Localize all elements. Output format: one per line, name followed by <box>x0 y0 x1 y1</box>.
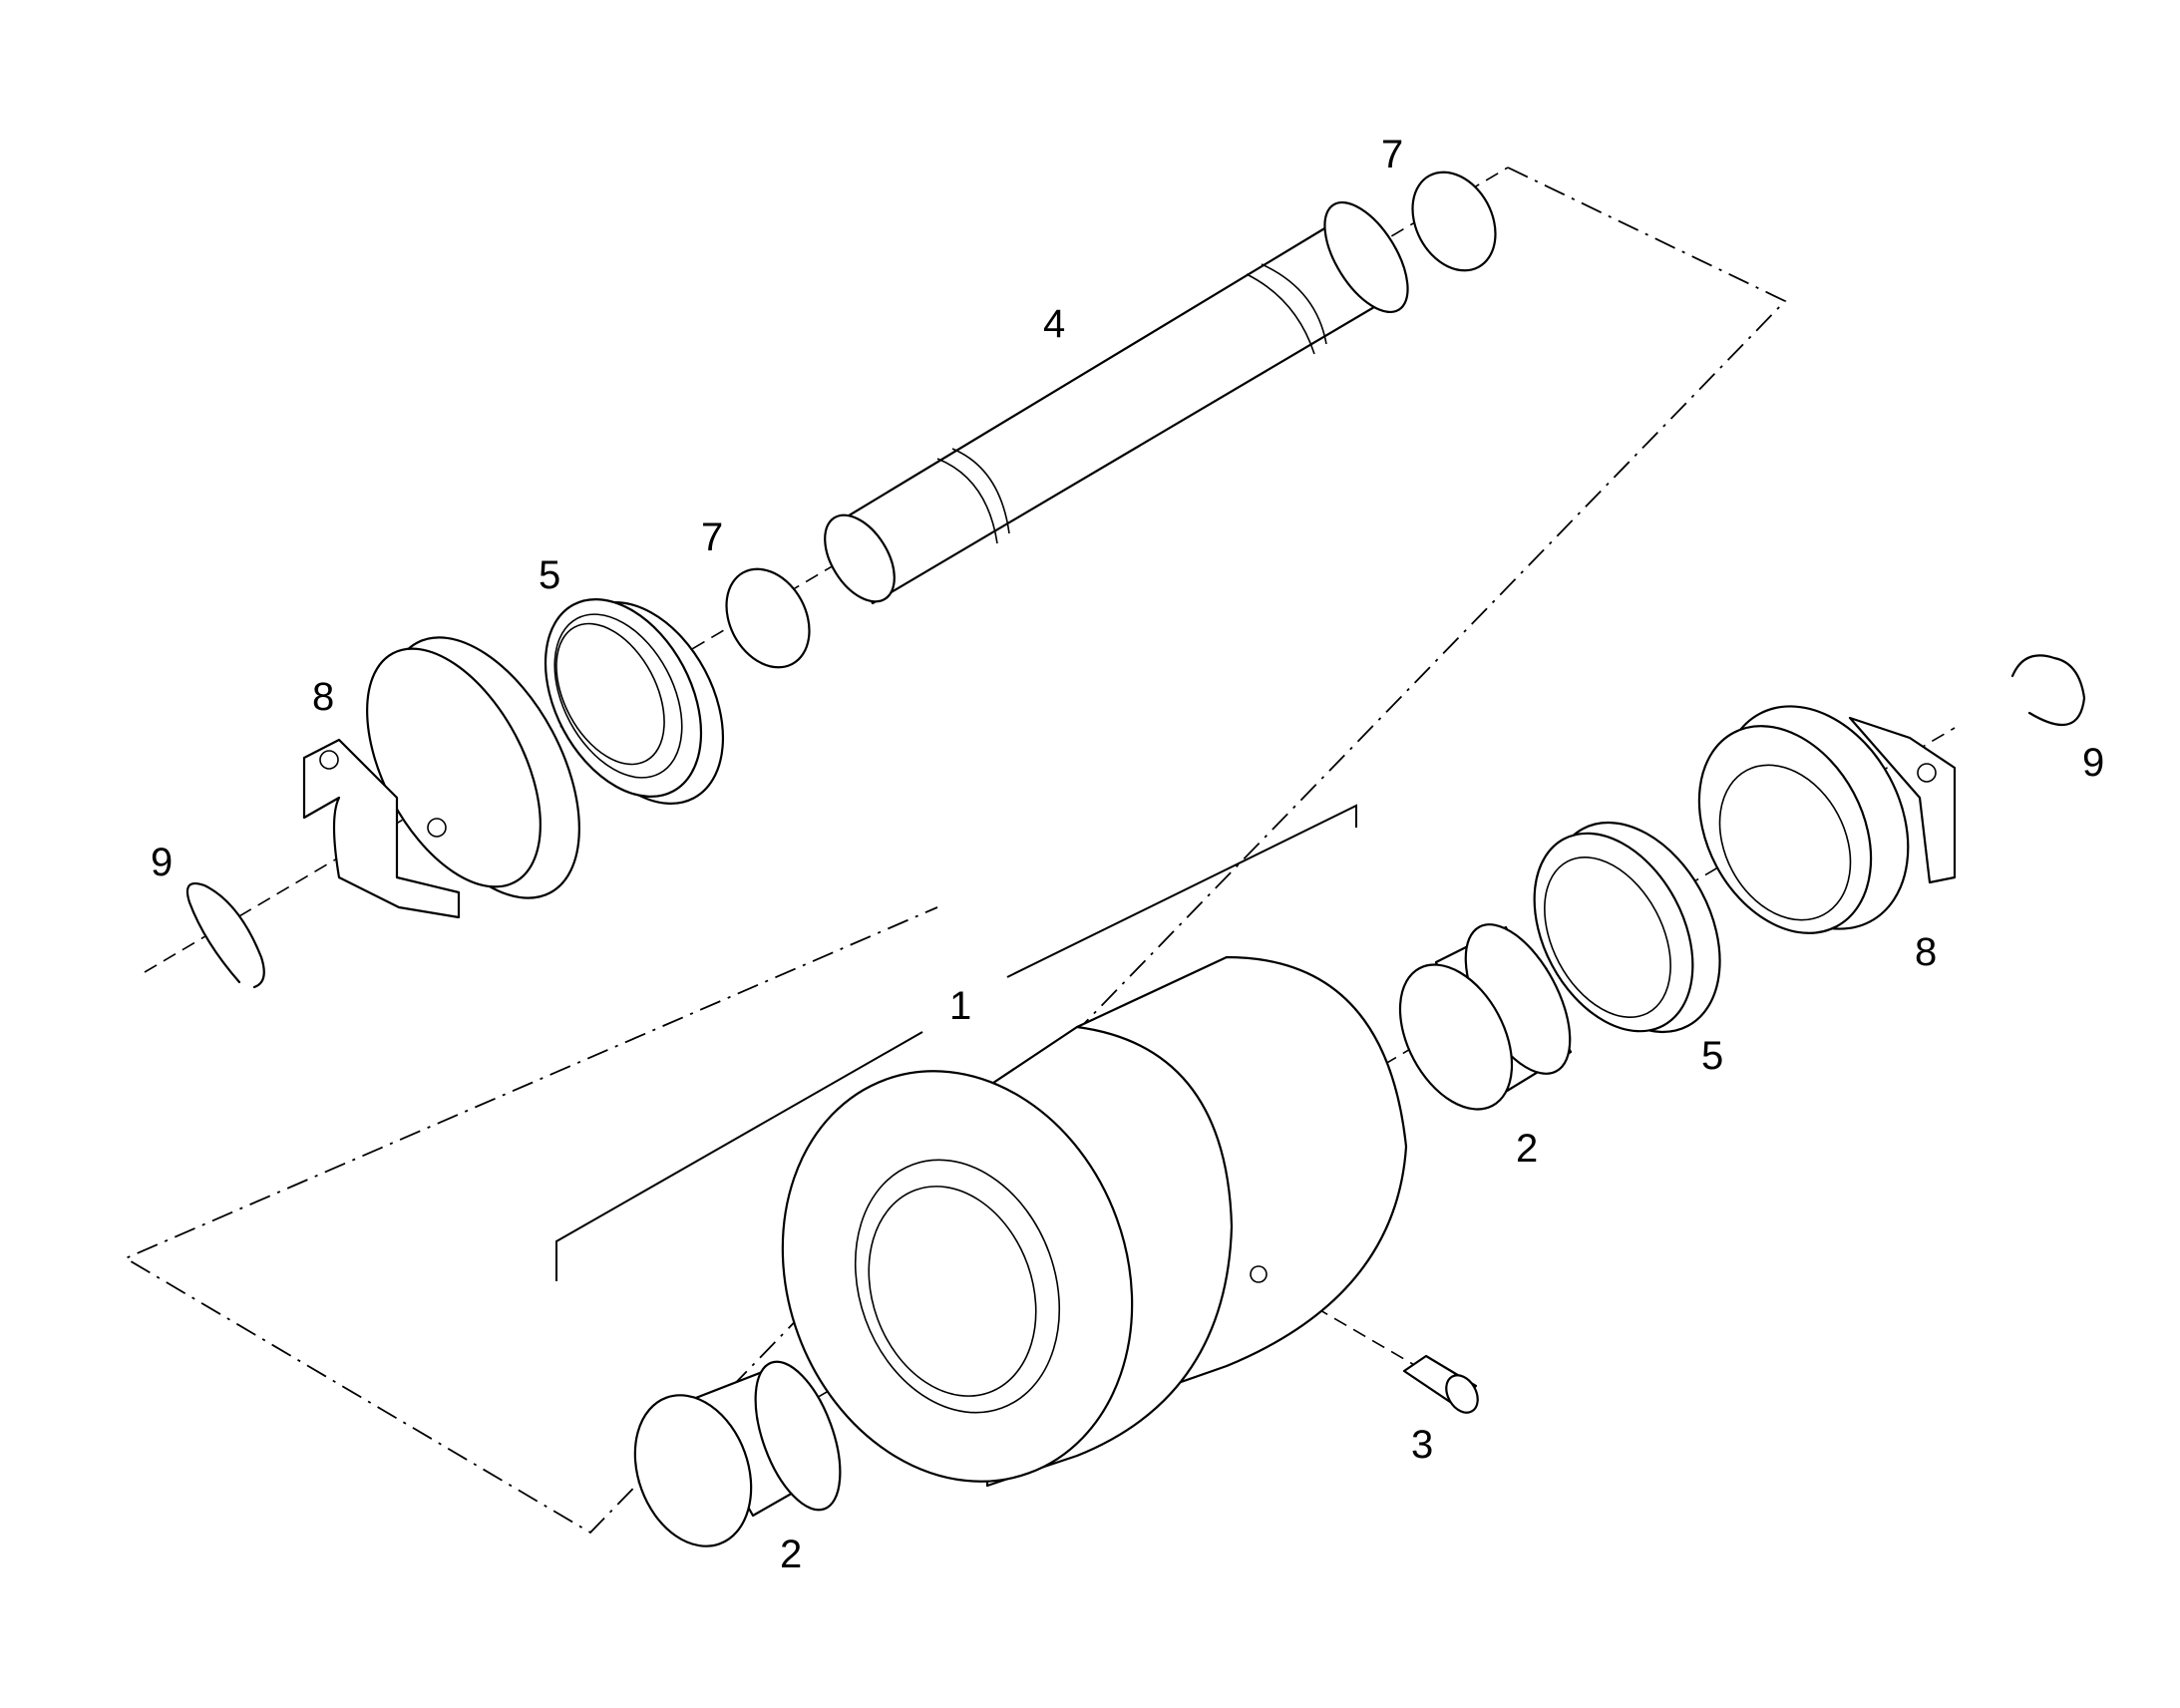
callout-9-left: 9 <box>151 841 173 884</box>
callout-8-left: 8 <box>312 675 334 719</box>
assembly-frame <box>124 167 1787 1535</box>
callout-8-right: 8 <box>1915 930 1937 974</box>
bushing-left <box>633 1360 842 1547</box>
roller-body <box>781 955 1408 1488</box>
callout-4: 4 <box>1043 302 1065 346</box>
bushing-right <box>1398 923 1573 1111</box>
callout-2-bottom: 2 <box>780 1533 802 1576</box>
callout-7-middle: 7 <box>701 515 723 559</box>
callout-5-left: 5 <box>539 553 560 597</box>
callout-5-right: 5 <box>1701 1034 1723 1078</box>
shaft <box>824 200 1409 605</box>
retaining-ring-right <box>2010 654 2086 727</box>
callout-9-right: 9 <box>2082 741 2104 785</box>
o-ring-middle <box>725 567 811 669</box>
seal-right <box>1533 821 1721 1034</box>
o-ring-top <box>1411 171 1497 272</box>
callout-1: 1 <box>949 984 971 1028</box>
assembly-bracket-right <box>1006 804 1357 978</box>
retaining-ring-left <box>185 881 265 989</box>
seal-left <box>544 598 725 805</box>
callout-3: 3 <box>1411 1423 1433 1467</box>
assembly-bracket-left <box>555 1031 923 1281</box>
callout-2-right: 2 <box>1516 1127 1538 1171</box>
plug <box>1402 1354 1479 1414</box>
callout-7-top: 7 <box>1381 133 1403 176</box>
bearing-housing-left <box>302 636 580 919</box>
bearing-housing-right <box>1697 705 1957 934</box>
